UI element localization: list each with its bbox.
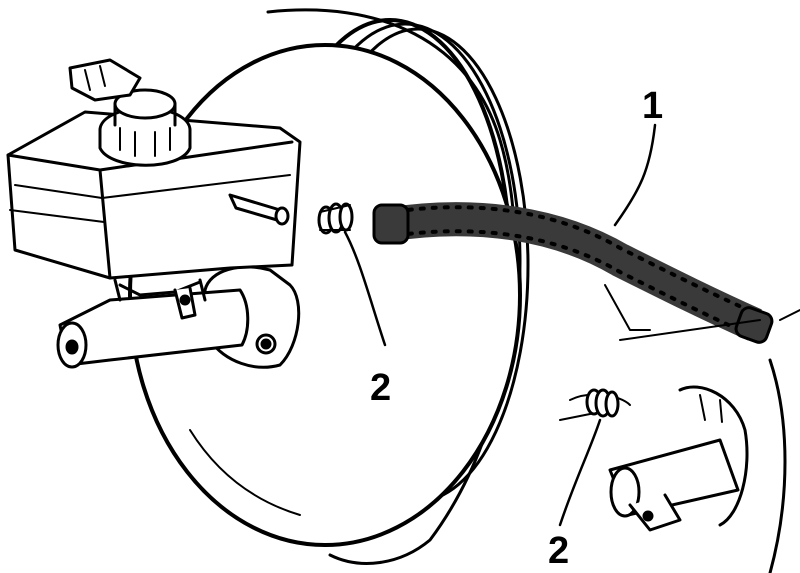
- callout-hose-label: 1: [642, 85, 663, 127]
- brake-fluid-reservoir: [6, 58, 302, 280]
- master-cylinder: [56, 278, 250, 369]
- clutch-supply-hose: [372, 202, 774, 344]
- leader-lines: [343, 123, 657, 527]
- seal-lower: [585, 388, 620, 418]
- clutch-master-cylinder: [559, 284, 761, 532]
- seal-upper: [317, 202, 354, 235]
- callout-seal-lower-label: 2: [548, 530, 569, 572]
- callout-seal-upper-label: 2: [370, 367, 391, 409]
- firewall-edge: [768, 309, 800, 573]
